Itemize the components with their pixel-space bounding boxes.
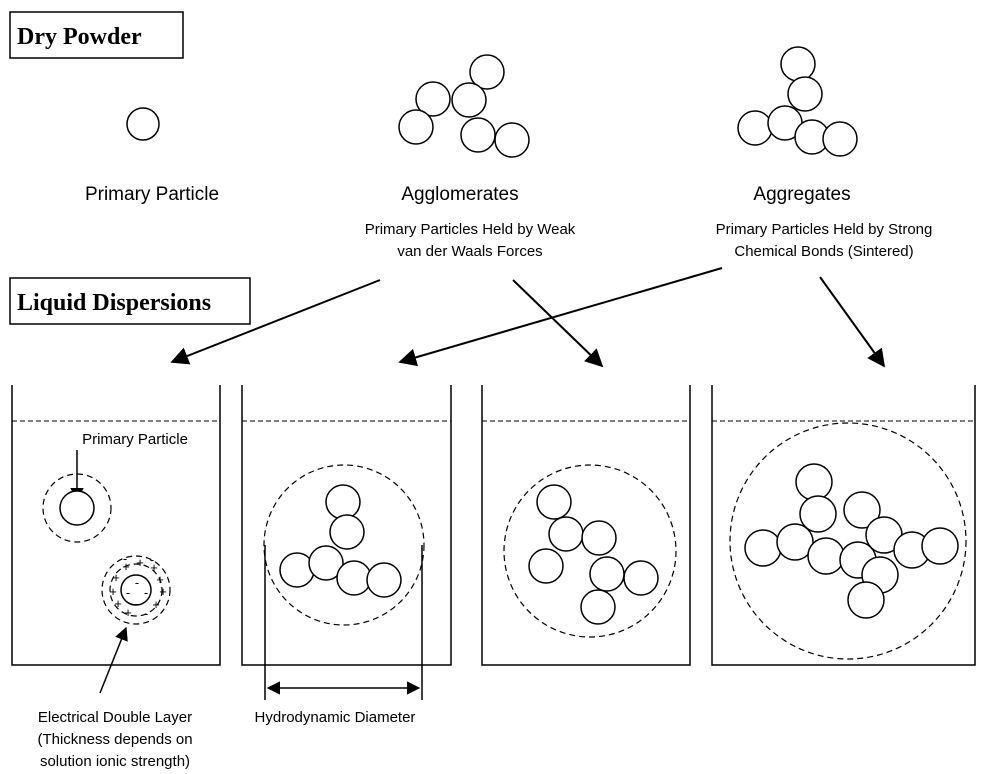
tank-aggregate-large xyxy=(711,385,976,666)
dry-powder-heading: Dry Powder xyxy=(9,11,184,59)
svg-text:-: - xyxy=(144,585,148,600)
arrow-aggregates-to-tank2 xyxy=(398,267,723,367)
tank-agglomerate xyxy=(481,385,691,666)
svg-text:Dry Powder: Dry Powder xyxy=(17,24,142,50)
aggregates-description-line2: Chemical Bonds (Sintered) xyxy=(734,243,913,260)
svg-text:+: + xyxy=(109,584,117,599)
edl-label-line2: (Thickness depends on xyxy=(37,731,192,748)
svg-text:-: - xyxy=(144,606,148,621)
primary-particle-label: Primary Particle xyxy=(85,184,219,205)
svg-text:+: + xyxy=(159,584,167,599)
agglomerates-description-line1: Primary Particles Held by Weak xyxy=(365,221,576,238)
svg-text:+: + xyxy=(114,596,122,611)
svg-text:+: + xyxy=(136,555,144,570)
edl-label-line1: Electrical Double Layer xyxy=(38,709,192,726)
svg-text:-: - xyxy=(135,596,139,611)
aggregates-label: Aggregates xyxy=(753,184,850,205)
agglomerate-icon xyxy=(398,54,530,158)
tank-primary-particle-label: Primary Particle xyxy=(82,431,188,448)
svg-text:+: + xyxy=(156,572,164,587)
tank-aggregate-small xyxy=(241,385,452,700)
svg-text:+: + xyxy=(150,560,158,575)
svg-text:-: - xyxy=(150,552,154,567)
liquid-dispersions-heading: Liquid Dispersions xyxy=(9,277,251,325)
svg-text:+: + xyxy=(112,570,120,585)
agglomerates-description-line2: van der Waals Forces xyxy=(397,243,542,260)
edl-label-line3: solution ionic strength) xyxy=(40,753,190,770)
svg-text:-: - xyxy=(126,585,130,600)
svg-text:-: - xyxy=(135,575,139,590)
aggregates-description-line1: Primary Particles Held by Strong xyxy=(716,221,933,238)
primary-particle-icon xyxy=(126,107,160,141)
arrow-agglomerates-to-tank3 xyxy=(512,279,604,368)
tank-primary-particles: Primary Particle - - - - + + + + + + + +… xyxy=(11,385,221,694)
agglomerates-label: Agglomerates xyxy=(401,184,518,205)
svg-text:Liquid Dispersions: Liquid Dispersions xyxy=(17,290,211,316)
svg-text:+: + xyxy=(122,559,130,574)
hydrodynamic-diameter-label: Hydrodynamic Diameter xyxy=(255,709,416,726)
svg-text:-: - xyxy=(123,551,127,566)
aggregate-icon xyxy=(737,46,858,157)
arrow-aggregates-to-tank4 xyxy=(819,276,886,368)
svg-text:+: + xyxy=(152,597,160,612)
arrow-agglomerates-to-tank1 xyxy=(170,279,381,365)
svg-text:+: + xyxy=(124,605,132,620)
